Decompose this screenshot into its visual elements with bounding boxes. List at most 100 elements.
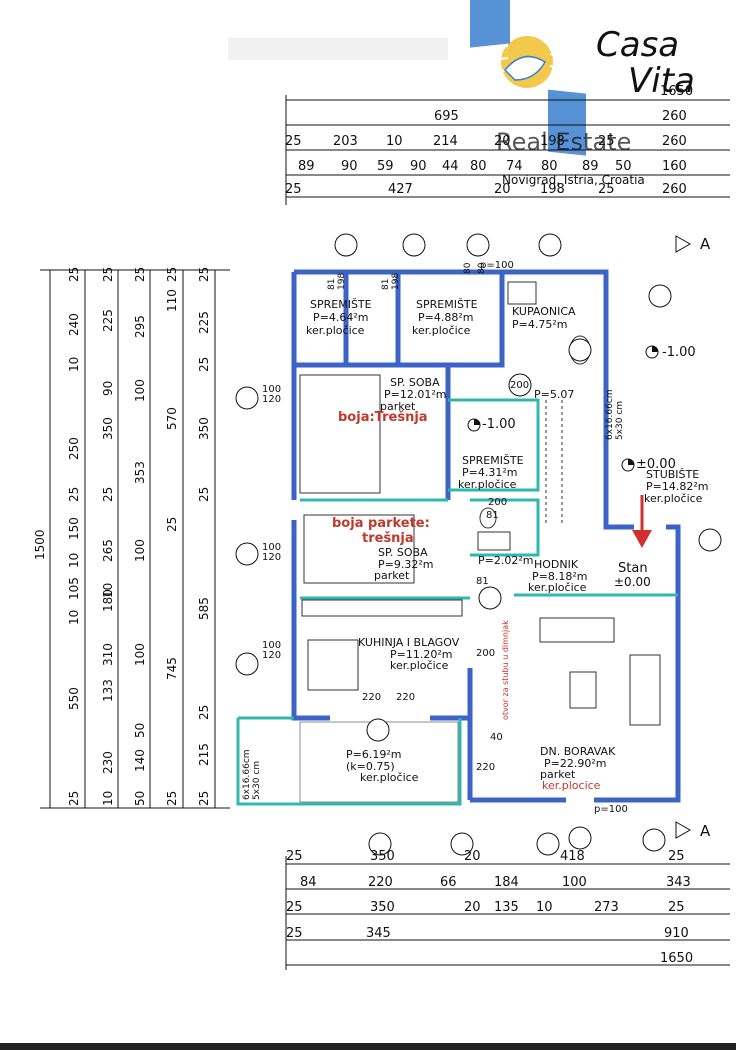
section-a-bottom: A <box>700 822 711 840</box>
svg-text:220: 220 <box>396 692 415 703</box>
room-wc-area: P=2.02²m <box>478 554 533 567</box>
svg-text:220: 220 <box>476 762 495 773</box>
section-markers: A A <box>675 235 711 840</box>
room-spavaca-1-floor: parket <box>380 400 416 413</box>
svg-text:81: 81 <box>327 279 337 290</box>
door-circle <box>368 832 392 856</box>
svg-text:6x16.66cm: 6x16.66cm <box>242 749 252 800</box>
bot-dim-2b: 220 <box>368 875 393 890</box>
room-kupaonica-area: P=4.75²m <box>512 318 567 331</box>
entrance-arrow-icon <box>632 495 652 548</box>
door-circle <box>478 586 502 610</box>
room-stubiste-area: P=14.82²m <box>646 480 708 493</box>
room-spremiste-1-area: P=4.64²m <box>313 311 368 324</box>
door-circle <box>538 233 562 257</box>
top-dim-4h: 80 <box>541 159 558 174</box>
room-spremiste-1-floor: ker.pločice <box>306 324 365 337</box>
top-dim-4e: 44 <box>442 159 459 174</box>
svg-text:81: 81 <box>476 576 489 587</box>
left-c2-i: 310 <box>101 643 115 666</box>
top-dim-5f: 260 <box>662 182 687 197</box>
left-c5-e: 25 <box>197 487 211 502</box>
left-c5-g: 25 <box>197 705 211 720</box>
room-spremiste-3-name: SPREMIŠTE <box>462 454 524 467</box>
top-dim-4i: 89 <box>582 159 599 174</box>
svg-text:40: 40 <box>490 732 503 743</box>
left-c2-e: 25 <box>101 487 115 502</box>
room-boravak-floor: parket <box>540 768 576 781</box>
color-note-2b: trešnja <box>362 531 414 546</box>
bottom-bar <box>0 1043 736 1050</box>
room-spremiste-2-name: SPREMIŠTE <box>416 298 478 311</box>
svg-text:p=100: p=100 <box>594 804 628 815</box>
door-circle <box>235 386 259 410</box>
top-dim-5e: 25 <box>598 182 615 197</box>
left-c5-a: 25 <box>197 267 211 282</box>
top-dimensions: 1650 695 260 25 203 10 214 20 198 25 260… <box>285 84 730 205</box>
chimney-note: otvor za stubu u dimnjak <box>501 620 510 720</box>
left-c4-d: 25 <box>165 517 179 532</box>
shutters-icon <box>470 0 586 156</box>
bot-dim-3e: 10 <box>536 900 553 915</box>
top-dim-5d: 198 <box>540 182 565 197</box>
svg-text:120: 120 <box>262 552 281 563</box>
room-labels: SPREMIŠTE P=4.64²m ker.pločice SPREMIŠTE… <box>306 298 708 792</box>
room-boravak-area: P=22.90²m <box>544 757 606 770</box>
left-c3-a: 25 <box>133 267 147 282</box>
left-c2-h: 180 <box>101 589 115 612</box>
top-dim-4b: 90 <box>341 159 358 174</box>
room-spremiste-3-area: P=4.31²m <box>462 466 517 479</box>
level-markers: -1.00 ±0.00 -1.00 <box>467 345 696 472</box>
svg-text:81: 81 <box>486 510 499 521</box>
room-kupaonica-name: KUPAONICA <box>512 305 576 318</box>
left-c1-i: 10 <box>67 610 81 625</box>
svg-text:81: 81 <box>381 279 391 290</box>
svg-text:6x16.66cm: 6x16.66cm <box>605 389 615 440</box>
left-c4-b: 110 <box>165 289 179 312</box>
left-c1-c: 10 <box>67 357 81 372</box>
bot-dim-4b: 345 <box>366 926 391 941</box>
room-spavaca-2-area: P=9.32²m <box>378 558 433 571</box>
sofa-side <box>629 654 661 726</box>
room-spavaca-1-area: P=12.01²m <box>384 388 446 401</box>
bot-dim-4a: 25 <box>286 926 303 941</box>
top-dim-4c: 59 <box>377 159 394 174</box>
left-c5-h: 215 <box>197 743 211 766</box>
bot-dim-1e: 25 <box>668 849 685 864</box>
top-dim-2a: 695 <box>434 109 459 124</box>
left-c3-e: 100 <box>133 539 147 562</box>
svg-text:100: 100 <box>262 384 281 395</box>
left-c2-f: 265 <box>101 539 115 562</box>
room-hodnik-name: HODNIK <box>534 558 579 571</box>
door-circle <box>466 233 490 257</box>
left-c1-a: 25 <box>67 267 81 282</box>
bot-dim-1b: 350 <box>370 849 395 864</box>
bot-dim-3d: 135 <box>494 900 519 915</box>
top-dim-3f: 198 <box>540 134 565 149</box>
left-c3-g: 50 <box>133 723 147 738</box>
door-circle <box>536 832 560 856</box>
svg-text:198: 198 <box>337 273 347 290</box>
kitchen-counter <box>301 599 463 617</box>
top-dim-4j: 50 <box>615 159 632 174</box>
top-dim-5c: 20 <box>494 182 511 197</box>
left-c4-a: 25 <box>165 267 179 282</box>
left-c1-e: 25 <box>67 487 81 502</box>
svg-text:120: 120 <box>262 650 281 661</box>
left-c4-c: 570 <box>165 407 179 430</box>
top-dim-4a: 89 <box>298 159 315 174</box>
sofa <box>539 617 615 643</box>
room-spremiste-1-name: SPREMIŠTE <box>310 298 372 311</box>
left-c3-f: 100 <box>133 643 147 666</box>
svg-text:200: 200 <box>476 648 495 659</box>
left-c1-d: 250 <box>67 437 81 460</box>
bot-dim-3g: 25 <box>668 900 685 915</box>
left-c5-b: 225 <box>197 311 211 334</box>
left-c4-f: 25 <box>165 791 179 806</box>
bed-1 <box>299 374 381 494</box>
room-boravak-name: DN. BORAVAK <box>540 745 616 758</box>
left-c5-f: 585 <box>197 597 211 620</box>
room-spremiste-2-floor: ker.pločice <box>412 324 471 337</box>
svg-text:100: 100 <box>262 542 281 553</box>
